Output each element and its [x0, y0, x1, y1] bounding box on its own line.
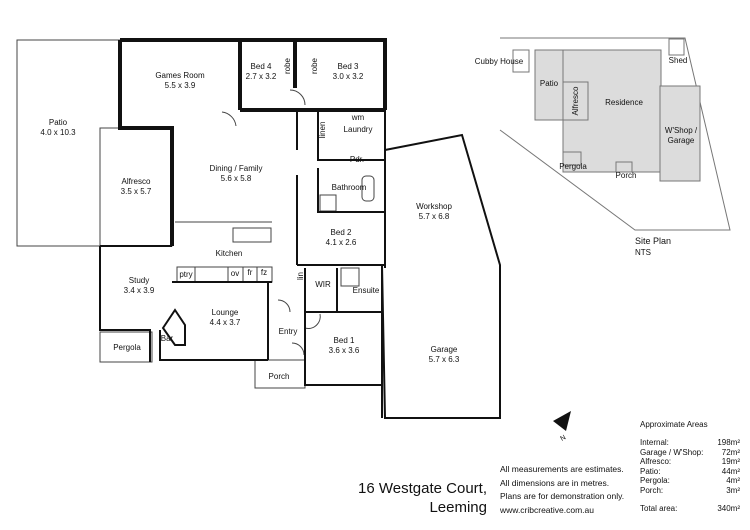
room-pergola: Pergola — [113, 343, 141, 352]
shower — [319, 194, 337, 212]
site-patio: Patio — [539, 79, 559, 88]
room-laundry: Laundry — [343, 125, 373, 134]
fridge-label: fr — [247, 268, 253, 277]
bar-counter — [161, 308, 186, 346]
room-wir: WIR — [315, 280, 331, 289]
site-pergola: Pergola — [559, 162, 587, 171]
approximate-areas: Approximate Areas Internal:198m² Garage … — [640, 420, 740, 514]
area-row: Pergola:4m² — [640, 476, 740, 485]
area-row: Garage / W'Shop:72m² — [640, 447, 740, 457]
room-porch: Porch — [268, 372, 290, 381]
door-arc — [289, 89, 306, 106]
site-alfresco: Alfresco — [571, 86, 580, 116]
note: All dimensions are in metres. — [500, 477, 610, 488]
address-line2: Leeming — [429, 499, 487, 516]
bathtub — [361, 175, 375, 202]
website-link: www.cribcreative.com.au — [500, 504, 595, 515]
north-arrow-icon — [553, 411, 571, 431]
areas-title: Approximate Areas — [640, 420, 708, 429]
bar-label: Bar — [160, 334, 174, 343]
door-arc — [304, 313, 321, 329]
linen-cupboard-label: lin — [296, 271, 305, 281]
disclaimer-notes: All measurements are estimates. All dimen… — [500, 463, 624, 517]
pantry-label: ptry — [179, 270, 193, 279]
site-porch: Porch — [615, 171, 637, 180]
robe-label: robe — [283, 57, 292, 75]
site-residence: Residence — [605, 98, 643, 107]
site-plan-title-text: Site Plan — [635, 236, 672, 246]
site-wshop-garage: W'Shop / Garage — [664, 126, 698, 145]
room-entry: Entry — [278, 327, 298, 336]
freezer-label: fz — [260, 268, 268, 277]
area-total: Total area:340m² — [640, 504, 740, 513]
site-shed: Shed — [668, 56, 688, 65]
address: 16 Westgate Court, Leeming — [358, 479, 487, 517]
walls — [118, 38, 387, 246]
pergola-outline — [99, 331, 153, 363]
robe-label: robe — [310, 57, 319, 75]
door-arc — [221, 111, 237, 127]
patio-outline — [16, 39, 120, 247]
site-plan-drawing — [499, 37, 731, 231]
room-kitchen: Kitchen — [215, 249, 243, 258]
cooktop — [232, 227, 272, 243]
ensuite-shower — [340, 267, 360, 287]
site-cubby-house: Cubby House — [474, 57, 524, 66]
door-arc — [277, 299, 291, 313]
linen-label: linen — [318, 121, 327, 139]
note: All measurements are estimates. — [500, 464, 624, 474]
room-bathroom: Bathroom — [331, 183, 367, 192]
area-row: Porch:3m² — [640, 485, 740, 495]
oven-label: ov — [230, 269, 240, 278]
address-line1: 16 Westgate Court, — [358, 480, 487, 497]
site-plan-scale: NTS — [635, 248, 651, 257]
interior-walls — [99, 110, 501, 419]
area-row: Internal:198m² — [640, 438, 740, 447]
wm-label: wm — [351, 113, 365, 122]
room-powder: Pdr. — [349, 155, 365, 164]
area-row: Alfresco:19m² — [640, 457, 740, 466]
area-row: Patio:44m² — [640, 466, 740, 476]
note: Plans are for demonstration only. — [500, 491, 625, 501]
door-arc — [291, 342, 305, 356]
room-ensuite: Ensuite — [352, 286, 380, 295]
